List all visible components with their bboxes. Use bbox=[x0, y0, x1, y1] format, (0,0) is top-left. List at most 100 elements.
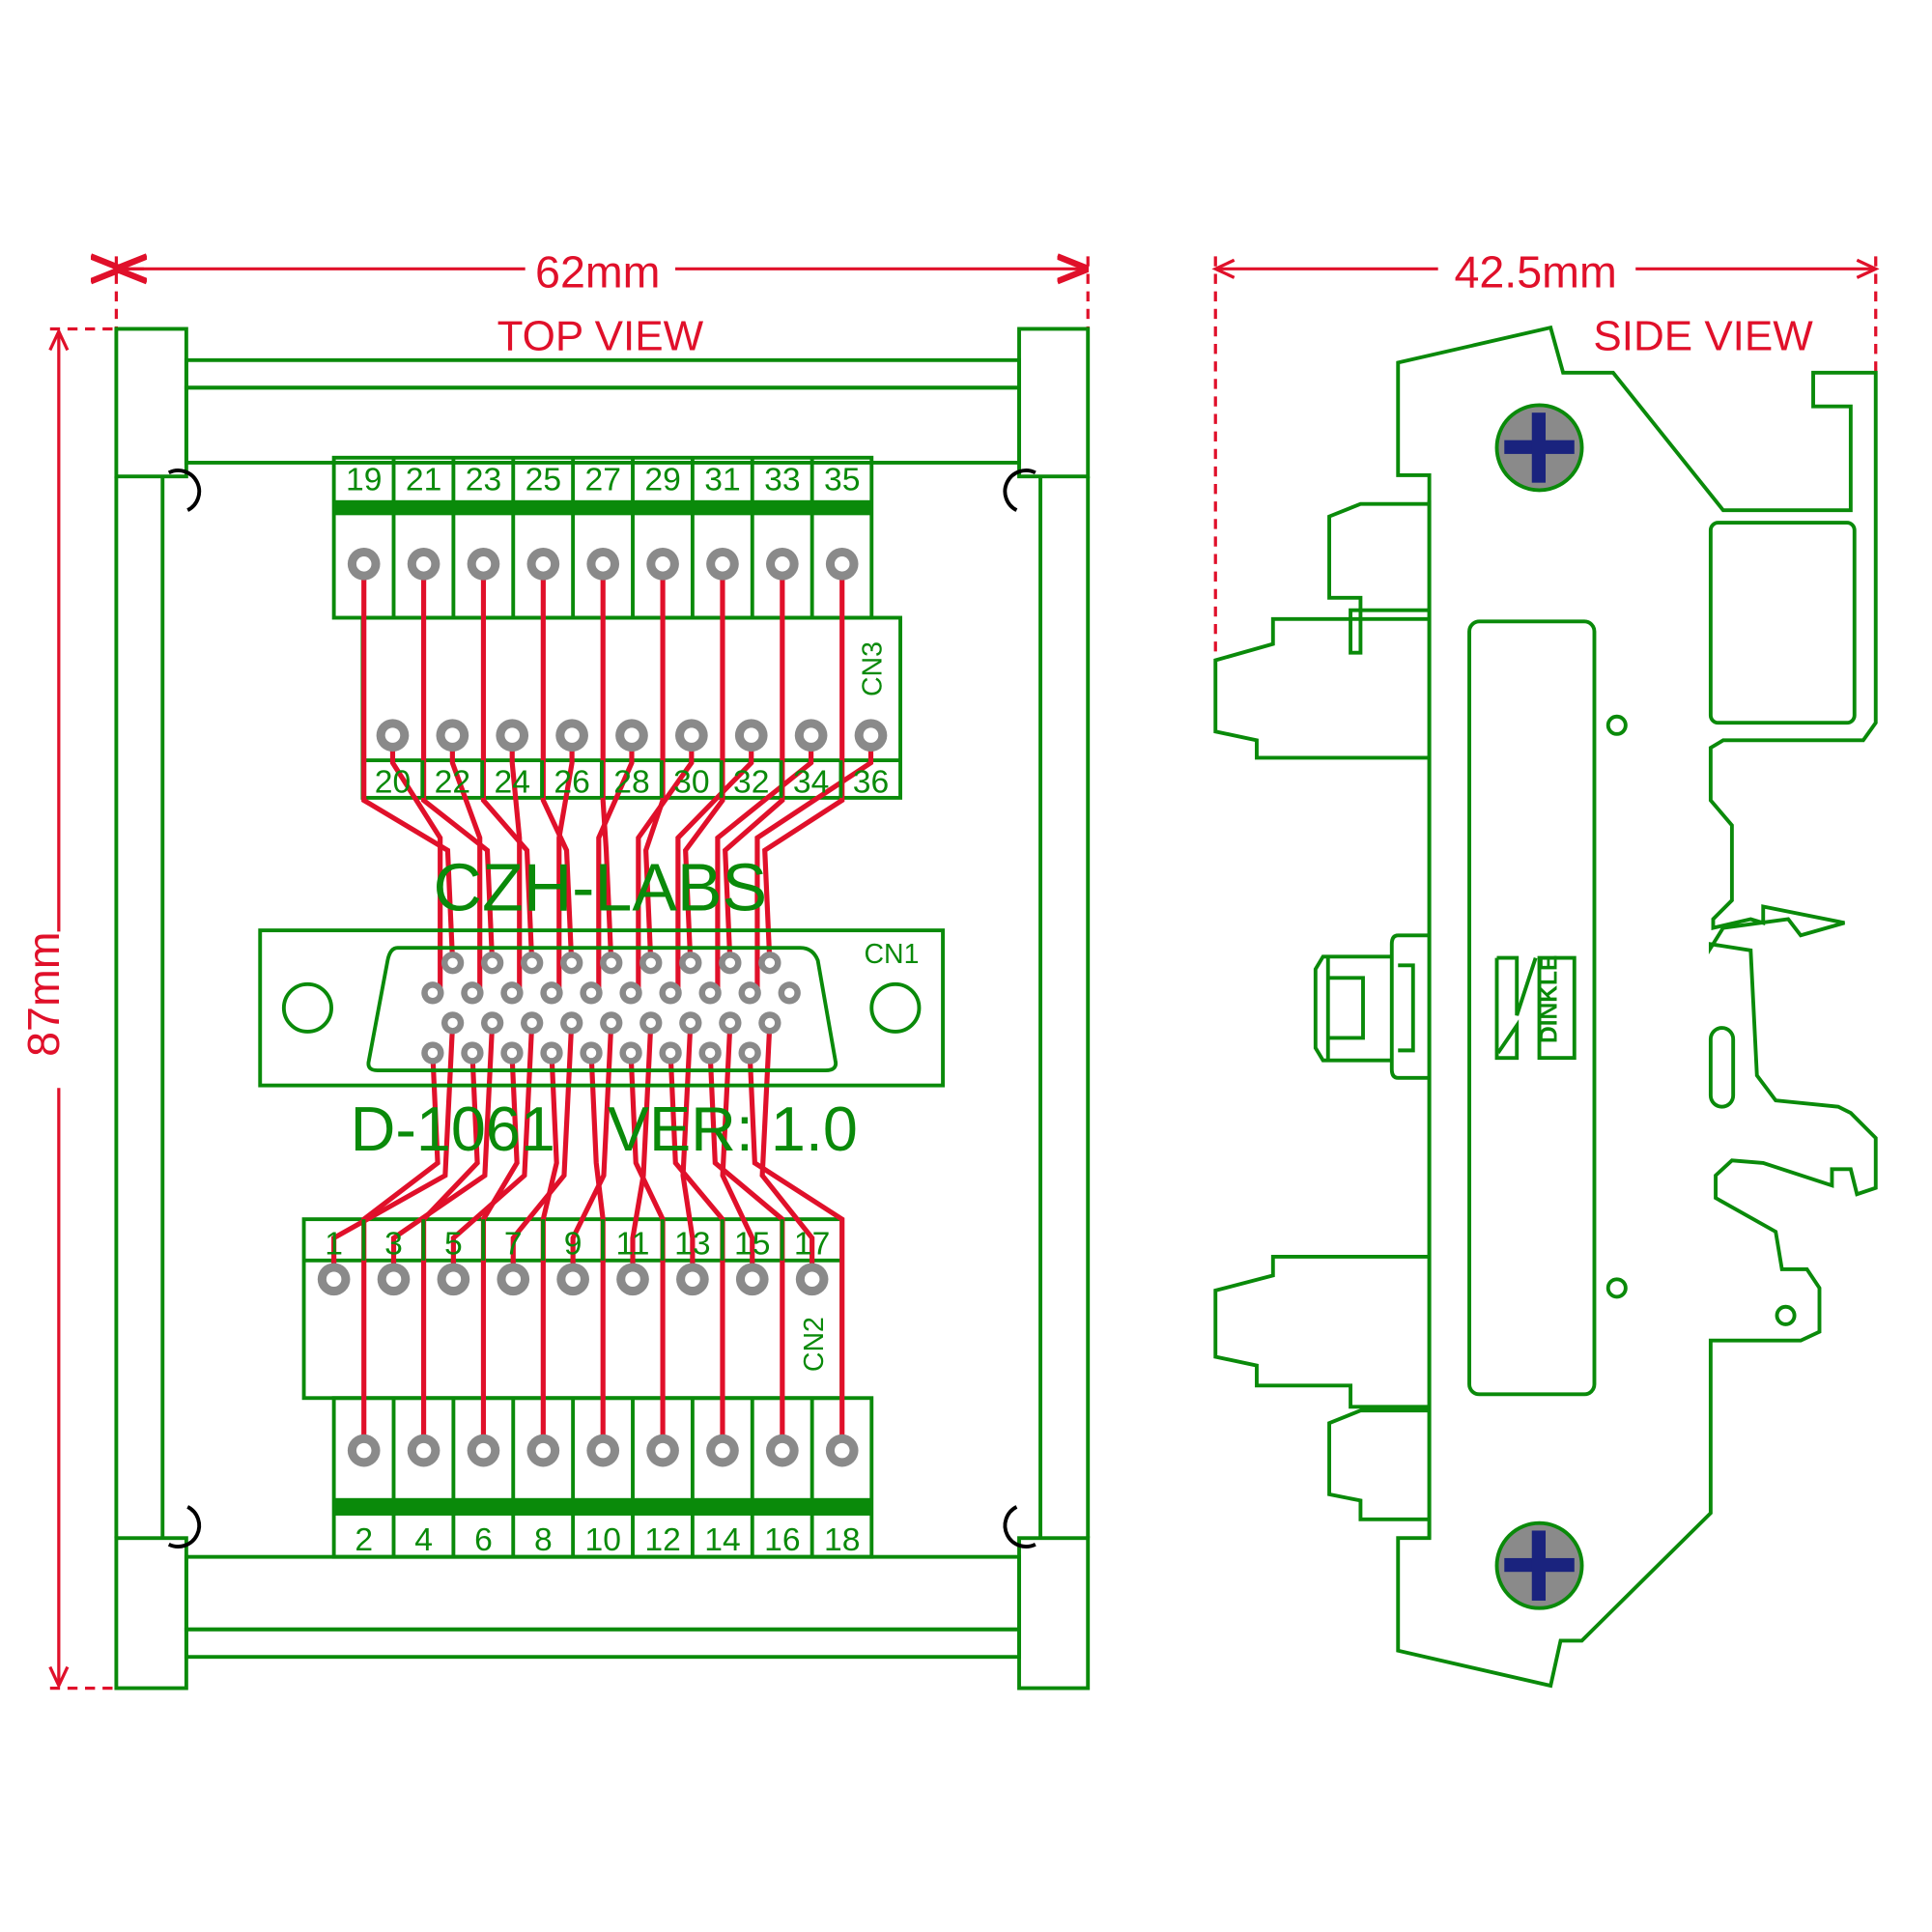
pin-label: 19 bbox=[346, 462, 382, 497]
pad-cn2-odd bbox=[556, 1263, 589, 1296]
pad-cn3-even bbox=[734, 719, 768, 752]
depth-label: 42.5mm bbox=[1454, 247, 1616, 298]
pin-label: 7 bbox=[504, 1226, 523, 1262]
db-pin bbox=[580, 1041, 603, 1065]
pad-cn3-odd bbox=[766, 547, 799, 581]
trace bbox=[720, 1022, 755, 1280]
trace bbox=[643, 563, 666, 963]
pad-cn2-odd bbox=[735, 1263, 769, 1296]
pin-label: 28 bbox=[613, 765, 649, 801]
pin-label: 34 bbox=[793, 765, 829, 801]
db-pin bbox=[461, 1041, 484, 1065]
pad-cn2-even bbox=[706, 1434, 739, 1467]
db-pin bbox=[421, 981, 444, 1005]
db-pin bbox=[540, 1041, 563, 1065]
brand-label: CZH-LABS bbox=[434, 849, 768, 924]
pin-label: 15 bbox=[734, 1226, 770, 1262]
db-pin bbox=[440, 1011, 465, 1035]
trace bbox=[680, 1022, 696, 1280]
pad-cn3-even bbox=[675, 719, 708, 752]
pad-cn3-even bbox=[794, 719, 828, 752]
pin-label: 8 bbox=[534, 1522, 553, 1558]
trace bbox=[420, 563, 496, 963]
pin-label: 14 bbox=[704, 1522, 740, 1558]
pin-label: 10 bbox=[584, 1522, 620, 1558]
pad-cn3-odd bbox=[347, 547, 381, 581]
db-pin bbox=[719, 952, 742, 975]
screw-top bbox=[1494, 403, 1584, 493]
pad-cn2-even bbox=[825, 1434, 859, 1467]
trace bbox=[361, 563, 456, 963]
db-pin bbox=[600, 952, 623, 975]
cn3-label: CN3 bbox=[858, 641, 889, 696]
pad-cn2-even bbox=[646, 1434, 679, 1467]
pin-label: 2 bbox=[355, 1522, 373, 1558]
pin-label: 5 bbox=[444, 1226, 463, 1262]
pad-cn2-odd bbox=[497, 1263, 530, 1296]
pin-label: 9 bbox=[564, 1226, 582, 1262]
pin-label: 32 bbox=[733, 765, 769, 801]
db-pin bbox=[659, 981, 682, 1005]
db-pin bbox=[659, 1041, 682, 1065]
pin-label: 11 bbox=[616, 1226, 650, 1262]
pin-label: 31 bbox=[704, 462, 740, 497]
db-pin bbox=[461, 981, 484, 1005]
pad-cn3-even bbox=[376, 719, 410, 752]
pin-label: 12 bbox=[644, 1522, 680, 1558]
pad-cn3-odd bbox=[646, 547, 679, 581]
side-view: DINKLE bbox=[1213, 325, 1878, 1689]
pin-label: 30 bbox=[673, 765, 709, 801]
trace bbox=[480, 563, 535, 963]
pin-label: 13 bbox=[674, 1226, 710, 1262]
db-pin bbox=[719, 1011, 742, 1035]
pad-cn3-even bbox=[436, 719, 469, 752]
trace bbox=[390, 1022, 496, 1280]
pad-cn3-odd bbox=[825, 547, 859, 581]
pad-cn3-odd bbox=[706, 547, 739, 581]
pad-cn3-odd bbox=[526, 547, 560, 581]
pad-cn2-odd bbox=[676, 1263, 709, 1296]
dinkle-logo: DINKLE bbox=[1494, 955, 1577, 1061]
depth-dimension: 42.5mm bbox=[1211, 247, 1880, 657]
trace bbox=[747, 1052, 845, 1451]
trace bbox=[588, 1052, 606, 1451]
model-label: D-1061 VER: 1.0 bbox=[351, 1094, 858, 1164]
trace bbox=[683, 563, 725, 963]
pin-label: 18 bbox=[824, 1522, 860, 1558]
db-pin bbox=[679, 952, 702, 975]
pad-cn3-even bbox=[615, 719, 648, 752]
pin-label: 36 bbox=[853, 765, 889, 801]
db-pin bbox=[560, 952, 583, 975]
db-pin bbox=[600, 1011, 623, 1035]
width-label: 62mm bbox=[535, 247, 660, 298]
pad-cn2-odd bbox=[377, 1263, 411, 1296]
pin-label: 4 bbox=[414, 1522, 433, 1558]
trace bbox=[630, 1022, 654, 1280]
pin-label: 29 bbox=[644, 462, 680, 497]
db-pin bbox=[639, 952, 663, 975]
pin-label: 33 bbox=[764, 462, 800, 497]
pin-label: 26 bbox=[554, 765, 589, 801]
pin-label: 21 bbox=[406, 462, 441, 497]
pin-label: 3 bbox=[384, 1226, 403, 1262]
db-pin bbox=[679, 1011, 702, 1035]
db-pin bbox=[440, 952, 465, 975]
db-pin bbox=[738, 981, 761, 1005]
pad-cn2-even bbox=[407, 1434, 440, 1467]
cn2-label: CN2 bbox=[799, 1317, 830, 1372]
trace bbox=[540, 563, 575, 963]
db-pin bbox=[778, 981, 801, 1005]
pad-cn2-even bbox=[766, 1434, 799, 1467]
db-pin bbox=[619, 981, 642, 1005]
db-pin bbox=[500, 981, 524, 1005]
db-pin bbox=[758, 952, 781, 975]
db-pin bbox=[619, 1041, 642, 1065]
trace bbox=[361, 1052, 440, 1451]
pin-label: 35 bbox=[824, 462, 860, 497]
trace bbox=[510, 1022, 575, 1280]
pad-cn2-even bbox=[467, 1434, 500, 1467]
pad-cn2-odd bbox=[437, 1263, 470, 1296]
pcb-traces bbox=[331, 563, 874, 1451]
width-dimension: 62mm bbox=[116, 247, 1090, 328]
